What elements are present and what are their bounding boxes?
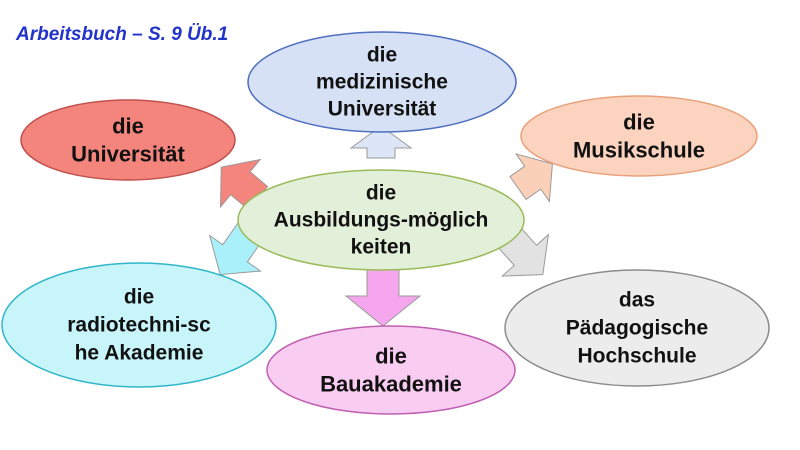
node-label-line: Musikschule — [573, 138, 705, 163]
node-label-line: die — [375, 344, 407, 369]
node-label-line: he Akademie — [75, 342, 204, 365]
node-label-line: die — [367, 44, 397, 67]
node-ellipse — [520, 95, 758, 177]
node-label-line: die — [124, 286, 154, 309]
node-ellipse — [266, 325, 516, 415]
node-label-line: radiotechni-sc — [67, 314, 211, 337]
node-label-line: Universität — [71, 142, 185, 167]
node-label-line: Ausbildungs-möglich — [274, 209, 489, 232]
arrow-to-musikschule — [509, 153, 553, 203]
node-ellipse — [20, 99, 236, 181]
arrow-to-medizinische-universitaet — [349, 125, 413, 159]
node-label-line: medizinische — [316, 71, 448, 94]
node-ellipse — [247, 31, 517, 133]
node-label-line: Universität — [328, 98, 437, 121]
node-label-line: keiten — [351, 236, 412, 259]
node-label-line: die — [112, 114, 144, 139]
node-label-line: die — [366, 182, 396, 205]
node-label-line: Hochschule — [577, 345, 696, 368]
node-label-line: Bauakademie — [320, 372, 462, 397]
node-radiotechnische-akademie: die radiotechni-sc he Akademie — [1, 262, 277, 388]
node-ellipse — [237, 169, 525, 271]
arrow-to-bauakademie — [344, 269, 422, 327]
node-label-line: das — [619, 289, 655, 312]
node-label-line: die — [623, 110, 655, 135]
page-title: Arbeitsbuch – S. 9 Üb.1 — [16, 24, 229, 45]
node-ellipse — [504, 269, 770, 387]
node-label-line: Pädagogische — [566, 317, 708, 340]
node-ellipse — [1, 262, 277, 388]
